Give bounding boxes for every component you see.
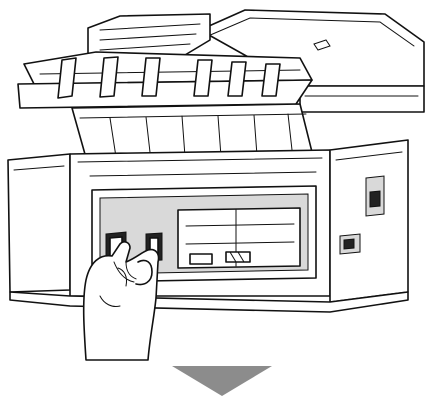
down-arrow-icon (172, 366, 272, 396)
